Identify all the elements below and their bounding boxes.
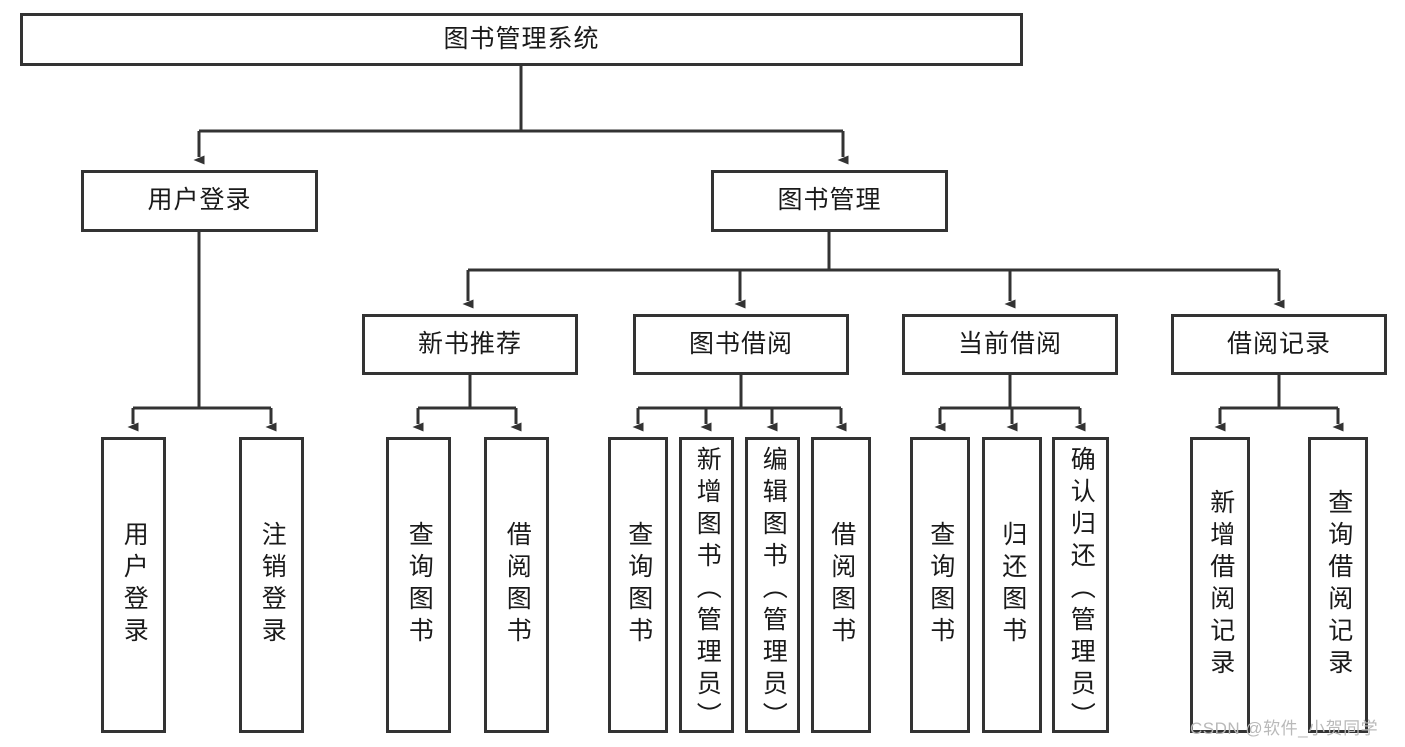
node-label: 归还图书 — [998, 521, 1027, 649]
node-label: 当前借阅 — [957, 329, 1062, 358]
connector-root-to-level2 — [193, 66, 849, 165]
node-leaf-add-borrow-record[interactable]: 新增借阅记录 — [1190, 437, 1250, 733]
node-borrow-record[interactable]: 借阅记录 — [1171, 314, 1387, 375]
node-user-login[interactable]: 用户登录 — [81, 170, 318, 232]
connector-book-borrow-to-leaves — [632, 375, 847, 432]
node-root-book-management-system[interactable]: 图书管理系统 — [20, 13, 1023, 66]
node-leaf-add-book-admin[interactable]: 新增图书（管理员） — [679, 437, 734, 734]
node-label: 编辑图书（管理员） — [759, 446, 788, 734]
node-leaf-borrow-book[interactable]: 借阅图书 — [811, 437, 871, 733]
node-label: 借阅图书 — [827, 521, 856, 649]
node-label: 查询图书 — [405, 521, 434, 649]
node-label: 图书管理系统 — [443, 24, 600, 53]
node-label: 查询借阅记录 — [1324, 489, 1353, 681]
node-label: 新书推荐 — [417, 329, 522, 358]
connector-book-management-to-level3 — [462, 232, 1285, 309]
node-label: 注销登录 — [258, 521, 287, 649]
node-label: 新增借阅记录 — [1206, 489, 1235, 681]
connector-current-borrow-to-leaves — [934, 375, 1086, 432]
node-leaf-query-book-borrow[interactable]: 查询图书 — [608, 437, 668, 733]
node-label: 新增图书（管理员） — [693, 446, 722, 734]
node-leaf-return-book[interactable]: 归还图书 — [982, 437, 1042, 733]
node-label: 图书借阅 — [688, 329, 793, 358]
node-label: 借阅图书 — [503, 521, 532, 649]
node-label: 查询图书 — [926, 521, 955, 649]
node-label: 用户登录 — [120, 521, 149, 649]
connector-new-book-recommend-to-leaves — [412, 375, 522, 432]
node-label: 查询图书 — [624, 521, 653, 649]
node-leaf-borrow-book-recommend[interactable]: 借阅图书 — [484, 437, 549, 733]
connector-user-login-to-leaves — [127, 232, 277, 432]
node-leaf-query-book-recommend[interactable]: 查询图书 — [386, 437, 451, 733]
node-label: 图书管理 — [777, 186, 882, 215]
node-label: 确认归还（管理员） — [1067, 446, 1096, 734]
node-leaf-confirm-return-admin[interactable]: 确认归还（管理员） — [1052, 437, 1109, 734]
node-leaf-user-logout[interactable]: 注销登录 — [239, 437, 304, 733]
node-leaf-edit-book-admin[interactable]: 编辑图书（管理员） — [745, 437, 800, 734]
node-leaf-user-login[interactable]: 用户登录 — [101, 437, 166, 733]
node-label: 借阅记录 — [1226, 329, 1331, 358]
node-current-borrow[interactable]: 当前借阅 — [902, 314, 1118, 375]
node-book-borrow[interactable]: 图书借阅 — [633, 314, 849, 375]
node-leaf-query-borrow-record[interactable]: 查询借阅记录 — [1308, 437, 1368, 733]
node-book-management[interactable]: 图书管理 — [711, 170, 948, 232]
node-label: 用户登录 — [147, 186, 252, 215]
node-new-book-recommend[interactable]: 新书推荐 — [362, 314, 578, 375]
connector-borrow-record-to-leaves — [1214, 375, 1344, 432]
node-leaf-query-book-current[interactable]: 查询图书 — [910, 437, 970, 733]
watermark-text: CSDN @软件_小贺同学 — [1190, 719, 1379, 738]
